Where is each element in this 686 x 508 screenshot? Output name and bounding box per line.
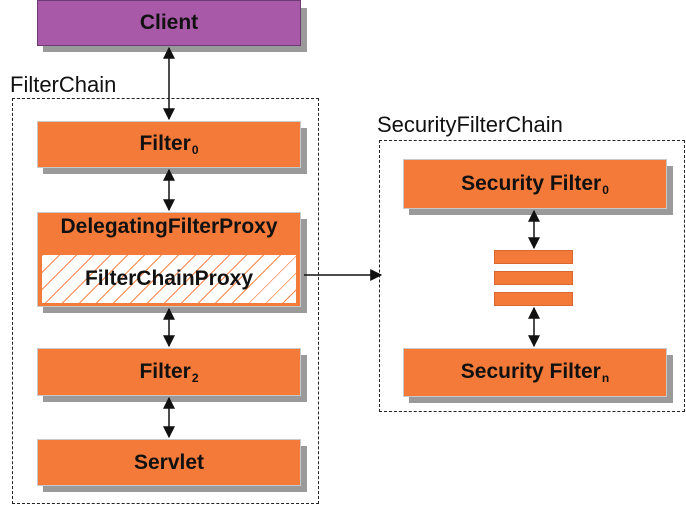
filter0-box[interactable]: Filter0 [37,121,301,168]
filter0-label: Filter0 [139,132,199,157]
servlet-label: Servlet [133,450,205,474]
security-filter0-subscript: 0 [602,182,609,197]
ellipsis-bar-1 [494,250,573,264]
client-box[interactable]: Client [37,0,301,46]
delegating-filter-proxy-box[interactable]: DelegatingFilterProxy FilterChainProxy [37,212,301,307]
filter0-subscript: 0 [191,143,199,157]
filter-chain-proxy-box[interactable]: FilterChainProxy [41,254,297,304]
filter-chain-title: FilterChain [10,72,117,97]
security-filtern-label: Security Filtern [460,360,610,385]
servlet-box[interactable]: Servlet [37,439,301,486]
security-filter-chain-title: SecurityFilterChain [377,112,563,137]
security-filtern-box[interactable]: Security Filtern [403,348,667,397]
security-filter0-label: Security Filter0 [461,171,609,197]
client-label: Client [139,11,199,34]
ellipsis-bar-2 [494,271,573,285]
filter-chain-proxy-label: FilterChainProxy [84,267,254,290]
filter2-subscript: 2 [191,370,199,385]
filter2-box[interactable]: Filter2 [37,348,301,396]
ellipsis-bar-3 [494,292,573,306]
delegating-filter-proxy-label: DelegatingFilterProxy [60,215,278,238]
security-filter0-box[interactable]: Security Filter0 [403,159,667,209]
filter2-label: Filter2 [139,359,199,385]
security-filtern-subscript: n [601,371,610,385]
